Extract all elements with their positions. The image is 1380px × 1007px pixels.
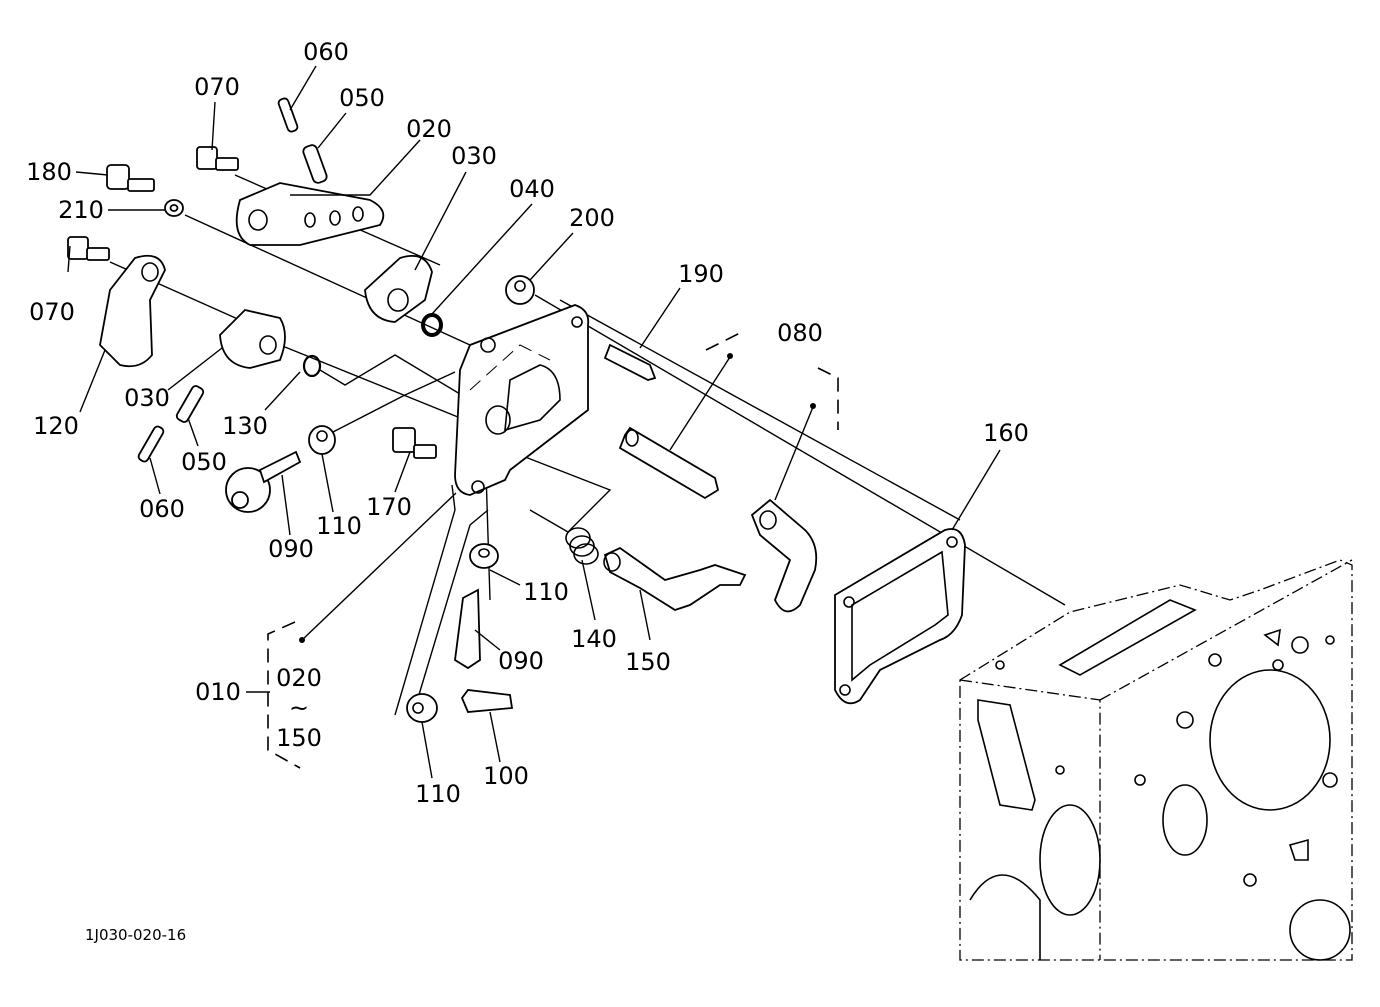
pin-050-mid (175, 385, 205, 423)
label-070-left: 070 (29, 298, 75, 326)
leader-140 (519, 454, 612, 533)
label-190: 190 (678, 260, 724, 288)
pin-050-top (302, 144, 328, 184)
pin-060-mid (137, 425, 165, 463)
label-110-mid: 110 (523, 578, 569, 606)
label-200: 200 (569, 204, 615, 232)
label-020: 020 (406, 115, 452, 143)
leader-130 (319, 354, 471, 401)
label-030-top: 030 (451, 142, 497, 170)
nut-200 (505, 275, 535, 305)
label-180: 180 (26, 158, 72, 186)
label-range-sep: ~ (289, 694, 309, 722)
bolt-070-left (67, 236, 110, 261)
screw-100 (460, 689, 514, 713)
axis-line-gasket (559, 299, 961, 521)
part-labels: 060 050 070 020 030 040 180 210 200 190 … (26, 38, 1029, 944)
leader-dot-080-a (727, 353, 733, 359)
label-050-mid: 050 (181, 448, 227, 476)
label-040: 040 (509, 175, 555, 203)
oring-040 (421, 313, 443, 337)
label-090-left: 090 (268, 535, 314, 563)
label-060-top: 060 (303, 38, 349, 66)
axis-line-130 (279, 344, 491, 431)
plate-020 (235, 182, 385, 246)
leader-110-left (332, 371, 456, 433)
stud-190 (603, 343, 657, 381)
leader-dot-080-b (810, 403, 816, 409)
label-120: 120 (33, 412, 79, 440)
axis-line-main (534, 294, 1066, 606)
bracket-080 (705, 332, 839, 430)
label-range-from: 020 (276, 664, 322, 692)
screw-090-mid (454, 588, 481, 670)
lever-shaft-150 (603, 546, 747, 611)
label-140: 140 (571, 625, 617, 653)
screw-090-left (225, 450, 302, 513)
lever-080 (750, 498, 818, 613)
label-160: 160 (983, 419, 1029, 447)
label-090-mid: 090 (498, 647, 544, 675)
label-080: 080 (777, 319, 823, 347)
leader-010 (301, 492, 457, 641)
label-030-mid: 030 (124, 384, 170, 412)
lever-030-mid (219, 309, 286, 369)
washer-210 (164, 199, 184, 217)
engine-block (959, 559, 1353, 961)
pin-060-top (277, 97, 299, 133)
label-110-left: 110 (316, 512, 362, 540)
label-010: 010 (195, 678, 241, 706)
shaft-080 (618, 426, 720, 500)
oring-130 (302, 354, 322, 378)
label-110-bottom: 110 (415, 780, 461, 808)
figure-id: 1J030-020-16 (85, 926, 186, 944)
bracket-120 (99, 254, 166, 368)
leader-lines (67, 65, 1001, 779)
label-100: 100 (483, 762, 529, 790)
label-150: 150 (625, 648, 671, 676)
label-070-top: 070 (194, 73, 240, 101)
label-060-mid: 060 (139, 495, 185, 523)
bolt-170 (392, 427, 437, 459)
nut-110-bottom (406, 693, 438, 723)
spring-140 (565, 527, 599, 565)
leader-dot-010 (299, 637, 305, 643)
label-210: 210 (58, 196, 104, 224)
bracket-010 (267, 621, 301, 769)
nut-110-mid (469, 543, 499, 569)
lever-030-top (364, 254, 433, 323)
leader-100 (414, 509, 489, 709)
bolt-070-top (196, 146, 239, 171)
bolt-180 (106, 164, 155, 192)
housing-cover (454, 304, 590, 496)
label-050-top: 050 (339, 84, 385, 112)
label-170: 170 (366, 493, 412, 521)
label-130: 130 (222, 412, 268, 440)
label-range-to: 150 (276, 724, 322, 752)
nut-110-left (308, 425, 336, 455)
leader-110-bottom (394, 484, 456, 716)
gasket-160 (834, 528, 966, 705)
